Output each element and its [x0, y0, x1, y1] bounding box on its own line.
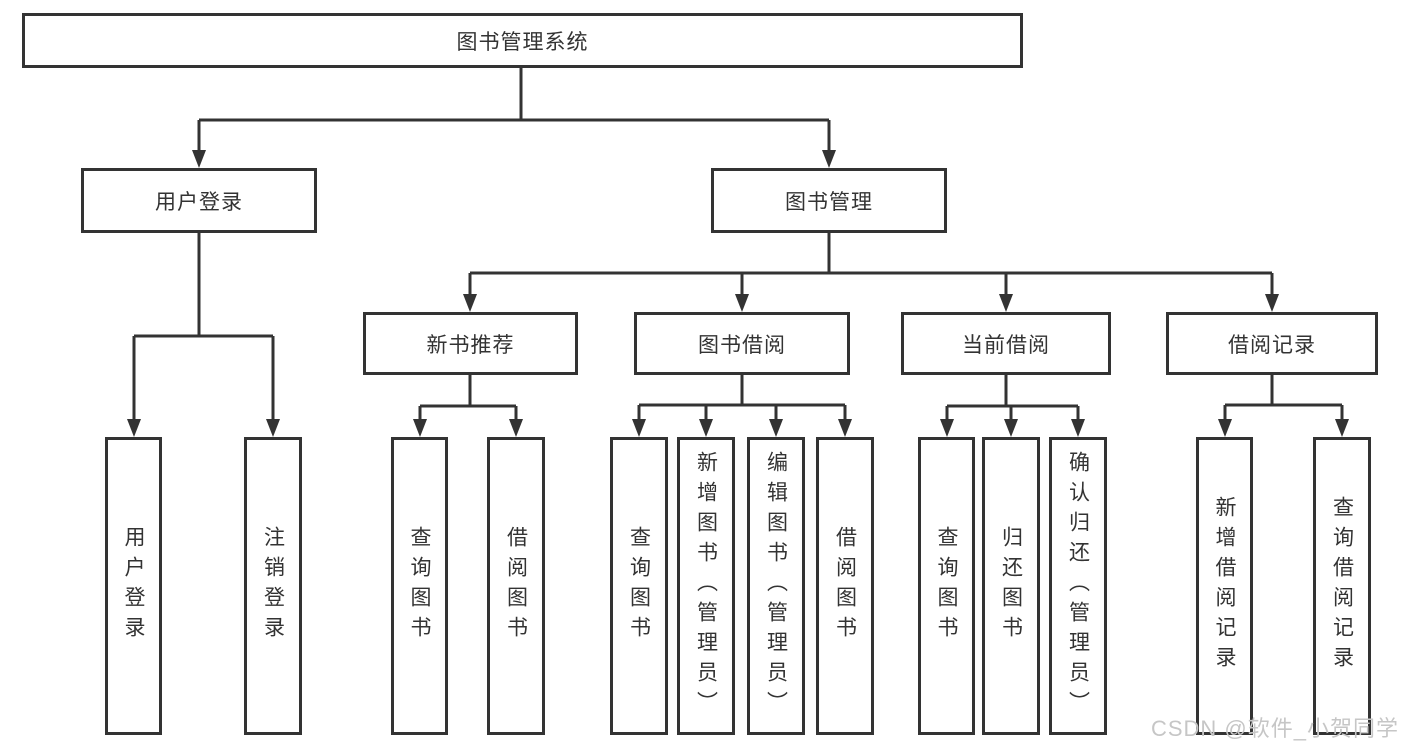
node-book-management: 图书管理 [711, 168, 947, 233]
leaf-current-query-books-label: 查询图书 [935, 526, 958, 646]
leaf-current-query-books: 查询图书 [918, 437, 975, 735]
leaf-borrow-query-books-label: 查询图书 [627, 526, 651, 646]
leaf-recommend-borrow-books-label: 借阅图书 [504, 526, 528, 646]
node-new-book-recommend-label: 新书推荐 [426, 333, 515, 357]
node-current-borrow: 当前借阅 [901, 312, 1111, 375]
leaf-recommend-query-books: 查询图书 [391, 437, 448, 735]
node-root-label: 图书管理系统 [456, 30, 589, 54]
leaf-add-borrow-record: 新增借阅记录 [1196, 437, 1253, 735]
node-root-system: 图书管理系统 [22, 13, 1023, 68]
leaf-recommend-borrow-books: 借阅图书 [487, 437, 545, 735]
leaf-add-books-admin: 新增图书（管理员） [677, 437, 735, 735]
leaf-return-books-label: 归还图书 [999, 526, 1023, 646]
leaf-user-login-label: 用户登录 [122, 526, 145, 646]
leaf-query-borrow-record: 查询借阅记录 [1313, 437, 1371, 735]
node-current-borrow-label: 当前借阅 [962, 333, 1050, 357]
leaf-edit-books-admin-label: 编辑图书（管理员） [764, 451, 788, 721]
leaf-confirm-return-admin-label: 确认归还（管理员） [1066, 451, 1090, 721]
node-book-borrow-label: 图书借阅 [698, 333, 786, 357]
leaf-user-login: 用户登录 [105, 437, 162, 735]
leaf-logout: 注销登录 [244, 437, 302, 735]
node-new-book-recommend: 新书推荐 [363, 312, 578, 375]
leaf-return-books: 归还图书 [982, 437, 1040, 735]
leaf-borrow-query-books: 查询图书 [610, 437, 668, 735]
leaf-borrow-books-label: 借阅图书 [833, 526, 857, 646]
leaf-add-borrow-record-label: 新增借阅记录 [1213, 496, 1236, 676]
leaf-recommend-query-books-label: 查询图书 [408, 526, 431, 646]
leaf-query-borrow-record-label: 查询借阅记录 [1330, 496, 1354, 676]
node-book-borrow: 图书借阅 [634, 312, 850, 375]
leaf-add-books-admin-label: 新增图书（管理员） [694, 451, 718, 721]
node-borrow-records-label: 借阅记录 [1228, 333, 1316, 357]
node-user-login-label: 用户登录 [155, 190, 243, 214]
node-book-management-label: 图书管理 [785, 190, 873, 214]
node-user-login: 用户登录 [81, 168, 317, 233]
leaf-confirm-return-admin: 确认归还（管理员） [1049, 437, 1107, 735]
node-borrow-records: 借阅记录 [1166, 312, 1378, 375]
leaf-edit-books-admin: 编辑图书（管理员） [747, 437, 805, 735]
leaf-logout-label: 注销登录 [261, 526, 285, 646]
leaf-borrow-books: 借阅图书 [816, 437, 874, 735]
